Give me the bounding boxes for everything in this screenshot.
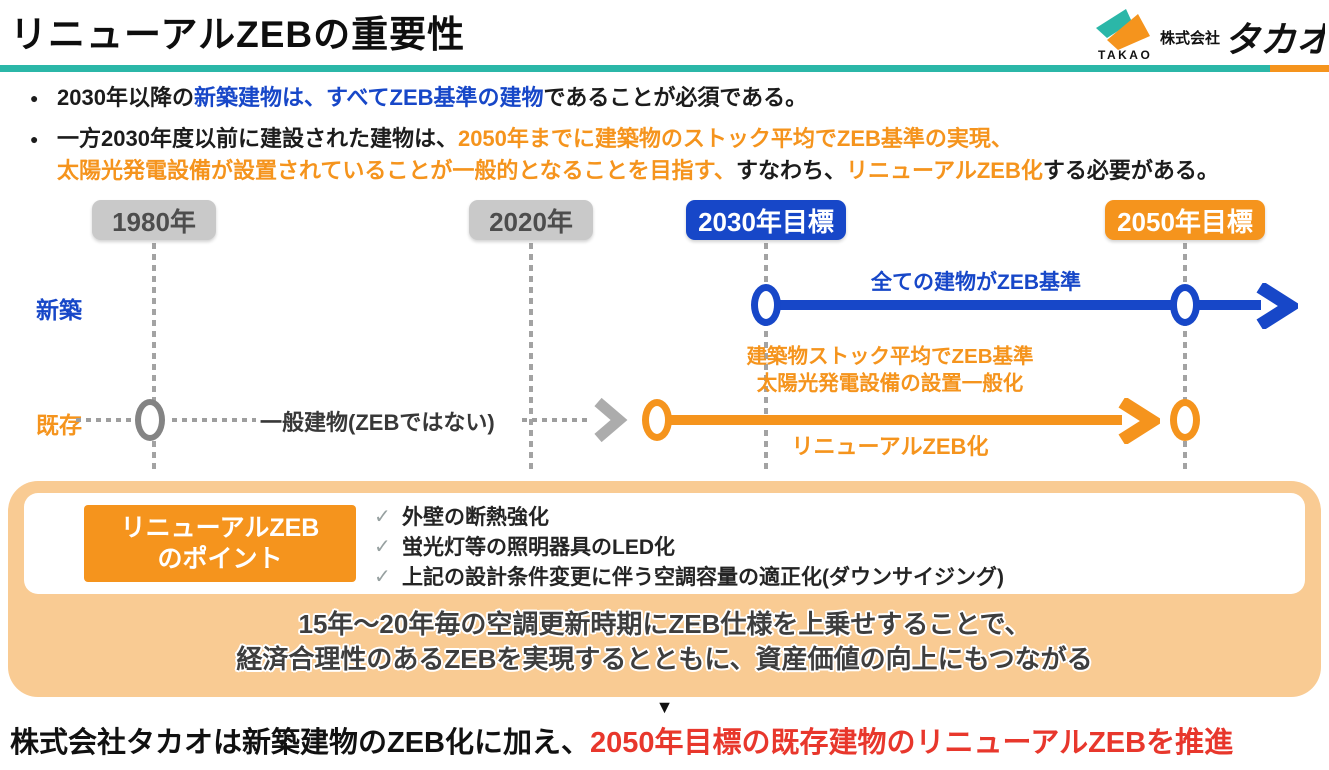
title-underline-teal [0, 65, 1270, 72]
conclusion-text: 株式会社タカオは新築建物のZEB化に加え、2050年目標の既存建物のリニューアル… [10, 719, 1233, 761]
existing-dotted-segment [172, 418, 256, 422]
existing-past-label: 一般建物(ZEBではない) [260, 410, 495, 435]
statement-line2: 経済合理性のあるZEBを実現するとともに、資産価値の向上にもつながる [236, 644, 1093, 674]
bullet-2-l2-seg1: 太陽光発電設備が設置されていることが一般的となることを目指す、 [57, 158, 736, 183]
milestone-node-existing-1980 [135, 399, 165, 441]
milestone-node-new-2050 [1170, 284, 1200, 326]
title-underline-orange [1270, 65, 1329, 72]
bullet-2-l1-seg2: 2050年までに建築物のストック平均でZEB基準の実現、 [457, 126, 1013, 151]
bullet-2-l2-seg4: する必要がある。 [1042, 158, 1219, 183]
checklist-item-text: 外壁の断熱強化 [402, 506, 549, 529]
logo-company-name: タカオ [1224, 19, 1325, 60]
arrowhead-right-blue-icon [1256, 283, 1298, 329]
bullet-1: ● 2030年以降の新築建物は、すべてZEB基準の建物であることが必須である。 [30, 82, 1320, 114]
logo-brand-text: TAKAO [1098, 48, 1152, 62]
conclusion-black: 株式会社タカオは新築建物のZEB化に加え、 [10, 727, 591, 759]
new-arrow-label: 全ての建物がZEB基準 [871, 271, 1081, 294]
existing-goal-line2: 太陽光発電設備の設置一般化 [756, 372, 1024, 395]
milestone-node-existing-start [642, 399, 672, 441]
triangle-down-icon: ▼ [655, 697, 674, 717]
existing-goal-label: 建築物ストック平均でZEB基準 太陽光発電設備の設置一般化 [700, 343, 1080, 397]
milestone-node-new-2030 [751, 284, 781, 326]
checklist-item: ✓ 蛍光灯等の照明器具のLED化 [374, 531, 1004, 561]
bullet-1-seg3: であることが必須である。 [543, 85, 808, 110]
bullet-2-l2-seg2: すなわち、 [735, 158, 846, 183]
milestone-badge-2050: 2050年目標 [1105, 200, 1265, 240]
checklist-item-text: 上記の設計条件変更に伴う空調容量の適正化(ダウンサイジング) [402, 566, 1004, 589]
takao-logo-icon: TAKAO 株式会社 タカオ [1096, 9, 1325, 62]
intro-bullets: ● 2030年以降の新築建物は、すべてZEB基準の建物であることが必須である。 … [30, 82, 1320, 187]
bullet-2: ● 一方2030年度以前に建設された建物は、2050年までに建築物のストック平均… [30, 123, 1320, 187]
arrowhead-right-orange-icon [1118, 398, 1160, 444]
checklist-item: ✓ 上記の設計条件変更に伴う空調容量の適正化(ダウンサイジング) [374, 561, 1004, 591]
bullet-2-text: 一方2030年度以前に建設された建物は、2050年までに建築物のストック平均でZ… [57, 123, 1219, 187]
points-heading: リニューアルZEB のポイント [84, 505, 356, 582]
logo-company-prefix: 株式会社 [1160, 29, 1220, 47]
bullet-2-line1: 一方2030年度以前に建設された建物は、2050年までに建築物のストック平均でZ… [57, 123, 1219, 155]
existing-arrow-shaft [660, 415, 1122, 425]
conclusion-red: 2050年目標の既存建物のリニューアルZEBを推進 [590, 727, 1234, 759]
bullet-2-l2-seg3: リニューアルZEB化 [845, 158, 1043, 183]
bullet-1-seg1: 2030年以降の [57, 85, 194, 110]
row-label-new: 新築 [36, 297, 82, 323]
milestone-node-existing-2050 [1170, 399, 1200, 441]
gridline-2050 [1183, 243, 1187, 473]
points-heading-line1: リニューアルZEB [120, 513, 320, 542]
check-icon: ✓ [374, 565, 391, 588]
checklist-item: ✓ 外壁の断熱強化 [374, 501, 1004, 531]
existing-dotted-segment [76, 418, 134, 422]
gridline-2030 [764, 243, 768, 473]
gridline-2020 [529, 243, 533, 473]
bullet-2-l1-seg1: 一方2030年度以前に建設された建物は、 [57, 126, 458, 151]
milestone-badge-2020: 2020年 [469, 200, 593, 240]
check-icon: ✓ [374, 535, 391, 558]
check-icon: ✓ [374, 505, 391, 528]
new-arrow-shaft [766, 300, 1261, 310]
statement-line1: 15年～20年毎の空調更新時期にZEB仕様を上乗せすることで、 [298, 609, 1031, 639]
existing-goal-line1: 建築物ストック平均でZEB基準 [746, 345, 1034, 368]
bullet-1-seg2: 新築建物は、すべてZEB基準の建物 [193, 85, 544, 110]
bullet-dot-icon: ● [30, 131, 39, 147]
bullet-dot-icon: ● [30, 90, 39, 106]
bullet-2-line2: 太陽光発電設備が設置されていることが一般的となることを目指す、すなわち、リニュー… [57, 155, 1219, 187]
existing-renewal-label: リニューアルZEB化 [791, 434, 989, 459]
checklist-item-text: 蛍光灯等の照明器具のLED化 [402, 536, 675, 559]
points-checklist: ✓ 外壁の断熱強化 ✓ 蛍光灯等の照明器具のLED化 ✓ 上記の設計条件変更に伴… [374, 501, 1004, 591]
gridline-1980 [152, 243, 156, 473]
existing-dotted-segment [522, 418, 592, 422]
chevron-right-gray-icon [594, 397, 628, 443]
page-title: リニューアルZEBの重要性 [10, 14, 466, 55]
milestone-badge-1980: 1980年 [92, 200, 216, 240]
points-heading-line2: のポイント [157, 544, 283, 573]
bullet-1-text: 2030年以降の新築建物は、すべてZEB基準の建物であることが必須である。 [57, 82, 807, 114]
milestone-badge-2030: 2030年目標 [686, 200, 846, 240]
row-label-existing: 既存 [36, 412, 82, 438]
